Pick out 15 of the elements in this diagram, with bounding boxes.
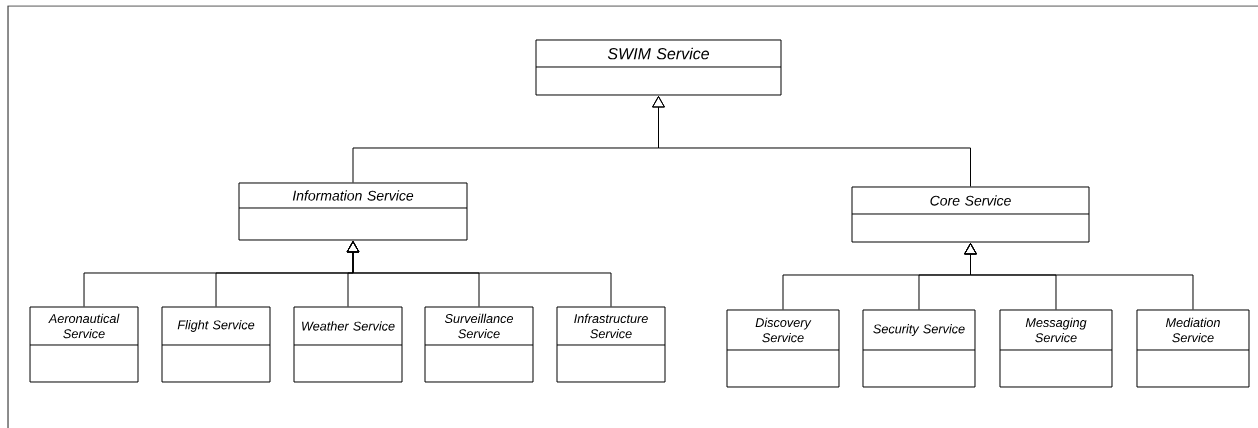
class-box: Discovery Service xyxy=(726,309,840,388)
generalization-arrow xyxy=(346,241,612,307)
class-box: Surveillance Service xyxy=(424,306,534,383)
class-box: Messaging Service xyxy=(999,309,1113,388)
class-box: Weather Service xyxy=(293,306,403,383)
class-box: Flight Service xyxy=(161,306,271,383)
class-box: SWIM Service xyxy=(535,39,782,96)
class-box: Aeronautical Service xyxy=(29,306,139,383)
class-box: Security Service xyxy=(862,309,976,388)
class-box: Infrastructure Service xyxy=(556,306,666,383)
generalization-arrow xyxy=(652,96,971,187)
class-box: Mediation Service xyxy=(1136,309,1250,388)
class-box: Core Service xyxy=(851,186,1090,243)
generalization-arrow xyxy=(964,243,1194,310)
class-box: Information Service xyxy=(238,182,468,241)
